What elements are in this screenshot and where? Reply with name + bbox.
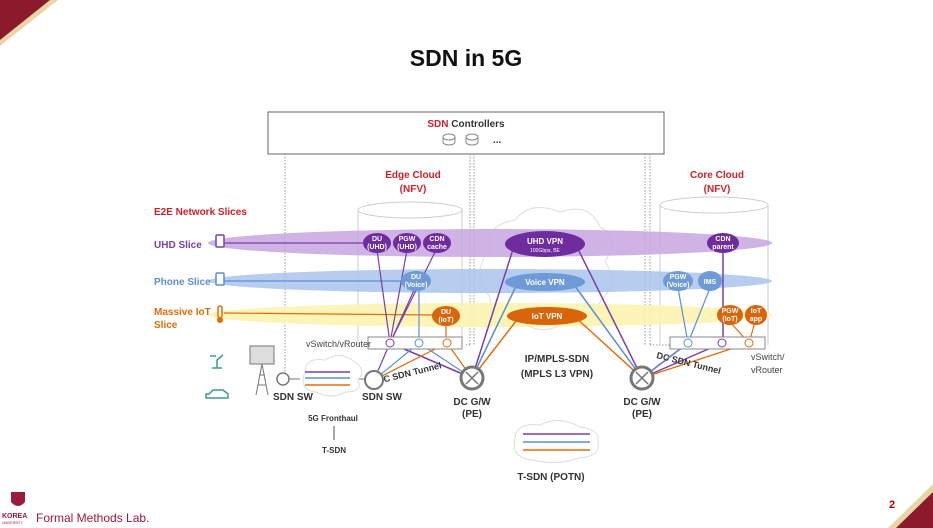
robot-icon — [210, 354, 224, 369]
sdn-controllers-box: SDN Controllers ... — [267, 111, 665, 155]
dc-gateway-left — [459, 365, 485, 391]
node-ims: IMS — [704, 279, 717, 286]
voice-vpn-label: Voice VPN — [525, 278, 565, 287]
t-sdn-label: T-SDN — [322, 446, 346, 455]
iot-slice-label-2: Slice — [154, 320, 178, 331]
node-pgw-iot-sub: (IoT) — [722, 316, 737, 323]
ip-mpls-label: IP/MPLS-SDN — [525, 354, 589, 365]
uhd-vpn-label: UHD VPN — [527, 237, 563, 246]
dc-gw-right-label: DC G/W — [623, 397, 661, 408]
node-cdn-cache-sub: cache — [427, 244, 447, 251]
university-name: KOREA — [2, 513, 27, 520]
edge-cloud-nfv: (NFV) — [400, 184, 427, 195]
uhd-slice-band — [208, 229, 772, 257]
node-du-iot-sub: (IoT) — [438, 317, 453, 324]
vrouter-icons — [385, 338, 754, 348]
node-du-iot: DU — [441, 309, 451, 316]
controllers-label: Controllers — [449, 119, 506, 130]
fronthaul-label: 5G Fronthaul — [308, 414, 358, 423]
node-cdn-parent: CDN — [715, 236, 730, 243]
svg-text:SDN Controllers: SDN Controllers — [427, 119, 505, 130]
potn-lines — [523, 433, 590, 451]
iot-slice-label: Massive IoT — [154, 307, 211, 318]
edge-nfv-nodes: DU (UHD) PGW (UHD) CDN cache DU (Voice) … — [363, 233, 460, 326]
corner-decoration-bottom-right — [888, 484, 933, 528]
dc-gateway-right — [629, 365, 655, 391]
node-du-uhd-sub: (UHD) — [367, 244, 387, 251]
phone-icon — [215, 272, 225, 286]
node-du-voice: DU — [411, 274, 421, 281]
node-pgw-iot: PGW — [722, 308, 739, 315]
e2e-slices-heading: E2E Network Slices — [154, 207, 247, 218]
slide-title: SDN in 5G — [410, 45, 522, 71]
core-cloud-label: Core Cloud — [690, 170, 744, 181]
node-pgw-uhd: PGW — [399, 236, 416, 243]
thermometer-icon — [217, 305, 223, 323]
dc-gw-left-pe: (PE) — [462, 409, 482, 420]
iot-slice-band — [208, 303, 772, 327]
more-controllers: ... — [493, 135, 502, 146]
dc-sdn-tunnel-right: DC SDN Tunnel — [656, 350, 722, 376]
edge-vswitch-label: vSwitch/vRouter — [306, 339, 371, 349]
fronthaul-lines — [305, 371, 350, 386]
phone-slice-band — [208, 269, 772, 293]
node-iot-app-sub: app — [750, 316, 762, 323]
fronthaul-cloud — [302, 355, 363, 397]
page-number: 2 — [889, 499, 895, 511]
dc-gw-left-label: DC G/W — [453, 397, 491, 408]
sdn-switch-right — [364, 370, 384, 390]
core-cloud-nfv: (NFV) — [704, 184, 731, 195]
node-pgw-uhd-sub: (UHD) — [397, 244, 417, 251]
university-name-2: UNIVERSITY — [2, 521, 24, 525]
sdn-sw-right-label: SDN SW — [362, 392, 403, 403]
dc-sdn-tunnel-left: DC SDN Tunnel — [376, 360, 442, 386]
cell-tower-icon — [249, 345, 275, 396]
dc-gw-right-pe: (PE) — [632, 409, 652, 420]
core-nfv-nodes: CDN parent PGW (Voice) IMS PGW (IoT) IoT… — [663, 233, 767, 325]
car-icon — [205, 389, 229, 399]
uhd-vpn-bandwidth: 100Gbps, BE — [530, 248, 560, 254]
edge-cloud-label: Edge Cloud — [385, 170, 441, 181]
iot-vpn-label: IoT VPN — [532, 312, 563, 321]
sdn-sw-left-label: SDN SW — [273, 392, 314, 403]
node-du-uhd: DU — [372, 236, 382, 243]
lab-name: Formal Methods Lab. — [36, 511, 149, 525]
sdn-label: SDN — [427, 119, 448, 130]
database-icon — [465, 133, 479, 146]
sdn-switch-left — [276, 372, 290, 386]
node-iot-app: IoT — [751, 308, 762, 315]
core-vswitch-label: vSwitch/ — [751, 352, 785, 362]
corner-decoration-top-left — [0, 0, 58, 46]
uhd-slice-label: UHD Slice — [154, 240, 202, 251]
database-icon — [442, 133, 456, 146]
t-sdn-potn-label: T-SDN (POTN) — [517, 472, 584, 483]
phone-slice-label: Phone Slice — [154, 277, 211, 288]
mpls-l3-vpn-label: (MPLS L3 VPN) — [521, 369, 593, 380]
node-pgw-voice: PGW — [670, 274, 687, 281]
node-cdn-parent-sub: parent — [712, 244, 734, 251]
node-cdn-cache: CDN — [429, 236, 444, 243]
node-pgw-voice-sub: (Voice) — [667, 282, 690, 289]
university-logo — [11, 492, 25, 506]
vpn-clouds: UHD VPN 100Gbps, BE Voice VPN IoT VPN — [505, 231, 587, 325]
node-du-voice-sub: (Voice) — [405, 282, 428, 289]
tablet-icon — [215, 234, 225, 248]
core-vswitch-label-2: vRouter — [751, 365, 783, 375]
